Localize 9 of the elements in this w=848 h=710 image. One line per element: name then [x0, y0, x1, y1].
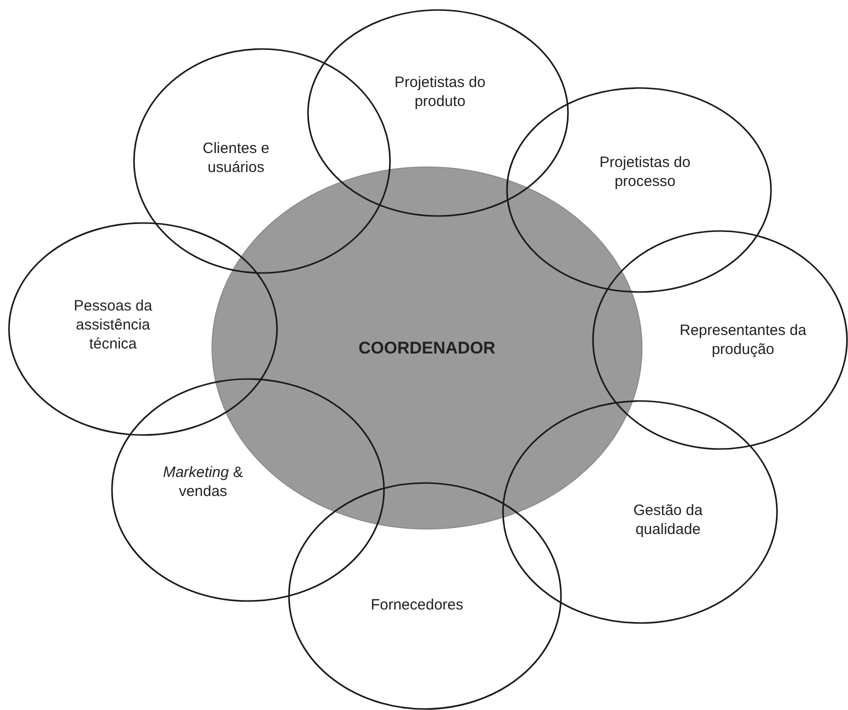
- node-label: Gestão da qualidade: [632, 501, 704, 539]
- node-label: Fornecedores: [370, 596, 464, 614]
- node-label: Pessoas da assistência técnica: [72, 296, 154, 354]
- center-label: COORDENADOR: [358, 338, 496, 358]
- node-label: Projetistas do processo: [598, 153, 692, 191]
- node-label: Clientes e usuários: [202, 139, 270, 177]
- node-label: Marketing & vendas: [162, 463, 244, 501]
- node-label: Projetistas do produto: [394, 73, 486, 111]
- node-label: Representantes da produção: [678, 321, 808, 359]
